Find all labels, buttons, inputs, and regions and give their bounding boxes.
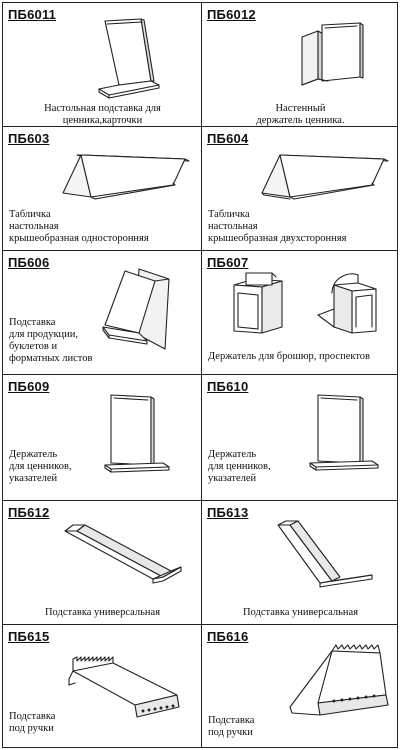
product-cell: ПБ616 Подставка под ручки [202, 625, 397, 747]
product-cell: ПБ603 Табличка настольная крышеобразная … [3, 127, 202, 251]
pen-stand-angled-drawing [282, 643, 394, 727]
product-caption: Подставка под ручки [9, 711, 56, 734]
product-caption: Держатель для брошюр, проспектов [208, 351, 370, 362]
product-caption: Подставка под ручки [208, 715, 255, 738]
product-code: ПБ616 [207, 629, 249, 644]
product-cell: ПБ6011 Настольная подставка для ценника,… [3, 3, 202, 127]
product-cell: ПБ604 Табличка настольная крышеобразная … [202, 127, 397, 251]
product-cell: ПБ610 Держатель для ценников, указателей [202, 375, 397, 501]
booklet-stand-drawing [99, 267, 179, 353]
product-code: ПБ607 [207, 255, 249, 270]
brochure-holder-front-drawing [228, 272, 294, 339]
product-code: ПБ612 [8, 505, 50, 520]
universal-stand-drawing [59, 523, 185, 589]
product-caption: Табличка настольная крышеобразная двухст… [208, 209, 347, 244]
roof-sign-two-sided-drawing [260, 153, 390, 203]
price-holder-t-stand-drawing [103, 393, 173, 477]
price-holder-t-stand-drawing [308, 393, 382, 477]
product-code: ПБ606 [8, 255, 50, 270]
product-cell: ПБ613 Подставка универсальная [202, 501, 397, 625]
product-cell: ПБ612 Подставка универсальная [3, 501, 202, 625]
wall-price-holder-drawing [298, 22, 368, 95]
product-caption: Подставка универсальная [242, 607, 359, 618]
product-caption: Держатель для ценников, указателей [9, 449, 72, 484]
product-code: ПБ610 [207, 379, 249, 394]
product-code: ПБ615 [8, 629, 50, 644]
product-cell: ПБ615 Подставка под ручки [3, 625, 202, 747]
product-code: ПБ6011 [8, 7, 57, 22]
product-cell: ПБ609 Держатель для ценников, указателей [3, 375, 202, 501]
product-caption: Табличка настольная крышеобразная одност… [9, 209, 149, 244]
product-cell: ПБ607 [202, 251, 397, 375]
tabletop-price-stand-drawing [91, 18, 171, 101]
product-code: ПБ609 [8, 379, 50, 394]
brochure-holder-side-drawing [310, 271, 382, 339]
product-code: ПБ6012 [207, 7, 256, 22]
product-cell: ПБ606 Подставка для продукции, буклетов … [3, 251, 202, 375]
product-code: ПБ603 [8, 131, 50, 146]
pen-stand-flat-drawing [65, 649, 183, 731]
product-caption: Настольная подставка для ценника,карточк… [44, 103, 161, 126]
roof-sign-one-sided-drawing [61, 153, 191, 203]
universal-stand-drawing [276, 520, 376, 593]
product-caption: Подставка для продукции, буклетов и форм… [9, 317, 93, 364]
product-code: ПБ604 [207, 131, 249, 146]
product-caption: Подставка универсальная [44, 607, 161, 618]
product-code: ПБ613 [207, 505, 249, 520]
product-caption: Настенный держатель ценника. [256, 103, 345, 126]
product-caption: Держатель для ценников, указателей [208, 449, 271, 484]
product-cell: ПБ6012 Настенный держатель ценника. [202, 3, 397, 127]
